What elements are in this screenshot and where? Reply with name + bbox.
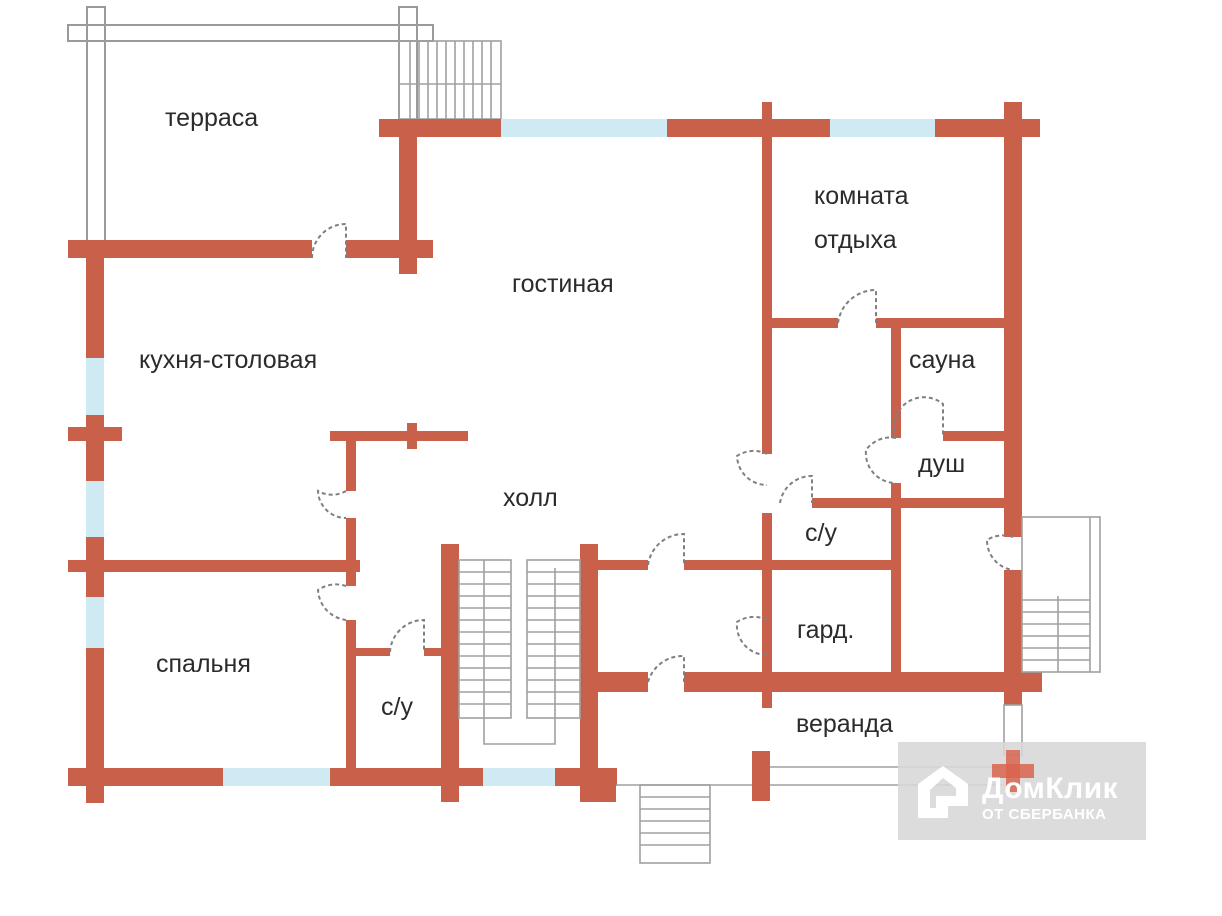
room-label-wc-right: с/у [805,519,837,547]
terrace-stairs [398,40,502,120]
room-label-wc-left: с/у [381,693,413,721]
cross-icon [992,750,1034,792]
room-label-wardrobe: гард. [797,616,854,644]
room-label-terrace: терраса [165,104,258,132]
watermark-brand: ДомКлик [982,772,1119,805]
room-label-veranda: веранда [796,710,893,738]
room-label-sauna: сауна [909,346,975,374]
doors [311,222,1014,683]
room-label-hall: холл [503,484,558,512]
room-label-living: гостиная [512,270,614,298]
walls [68,102,1042,803]
room-label-rest-room-line1: комната [814,182,909,210]
domclick-house-icon [918,766,968,818]
windows [86,119,935,786]
room-label-kitchen: кухня-столовая [139,346,317,374]
entrance-stairs-right [1021,516,1101,673]
central-stairs [458,559,581,745]
room-label-shower: душ [918,450,965,478]
watermark-subtitle: ОТ СБЕРБАНКА [982,806,1107,823]
front-stairs [639,784,711,864]
room-label-rest-room-line2: отдыха [814,226,897,254]
room-label-bedroom: спальня [156,650,251,678]
domclick-watermark: ДомКлик ОТ СБЕРБАНКА [898,742,1146,840]
